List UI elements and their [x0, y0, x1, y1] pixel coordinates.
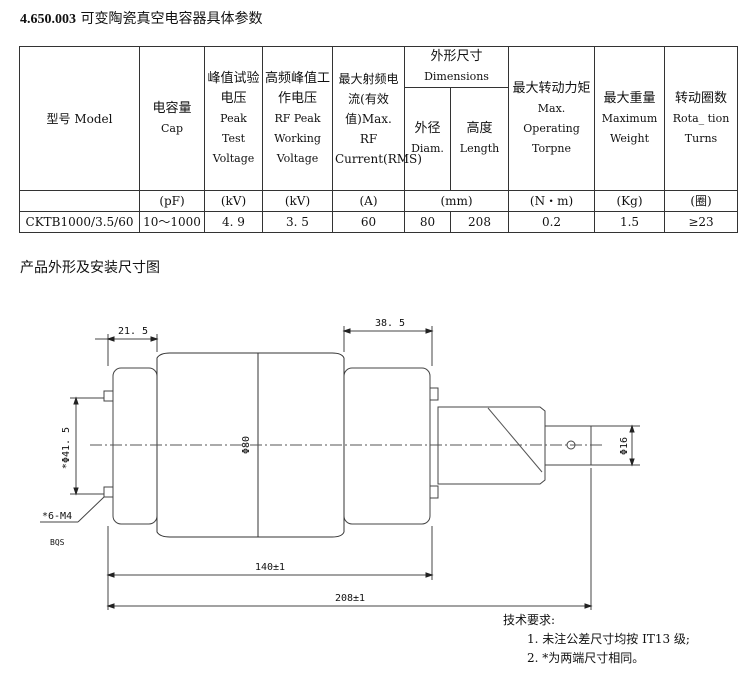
parameter-table: 型号 Model 电容量 Cap 峰值试验电压 Peak Test Voltag… [19, 46, 739, 233]
arrow-140-right [425, 572, 434, 578]
cell-length: 208 [449, 211, 510, 233]
title-text: 可变陶瓷真空电容器具体参数 [80, 11, 263, 27]
header-length: 高度 Length [449, 87, 510, 191]
cell-weight: 1.5 [594, 211, 666, 233]
arrow-41-5-top [73, 396, 79, 405]
unit-model [19, 190, 140, 212]
header-weight-cn: 最大重量 [603, 90, 656, 106]
cell-cap: 10～1000 [139, 211, 205, 233]
unit-current: (A) [332, 190, 405, 212]
arrow-41-5-bottom [73, 487, 79, 496]
unit-test: (kV) [204, 190, 263, 212]
cell-torque: 0.2 [508, 211, 596, 233]
right-flange [343, 367, 431, 525]
header-test-cn: 峰值试验电压 [207, 70, 260, 106]
arrow-16-top [629, 424, 635, 433]
unit-weight: (Kg) [594, 190, 666, 212]
header-weight-en: Maximum Weight [601, 111, 658, 145]
header-diam-cn: 外径 [414, 121, 441, 136]
header-work-en: RF Peak Working Voltage [274, 111, 321, 165]
unit-work: (kV) [262, 190, 333, 212]
header-dims-cn: 外形尺寸 [430, 49, 483, 64]
header-torque-en: Max. Operating Torpne [523, 101, 580, 155]
arrow-208-left [106, 603, 115, 609]
cell-work: 3. 5 [262, 211, 333, 233]
dim-208: 208±1 [335, 593, 365, 604]
dim-80: Φ80 [241, 436, 252, 454]
unit-torque: (N・m) [508, 190, 596, 212]
page-title: 4.650.003 可变陶瓷真空电容器具体参数 [20, 8, 262, 28]
cell-current: 60 [332, 211, 405, 233]
leader-6-m4 [77, 496, 105, 523]
header-rf-current: 最大射频电流(有效值)Max. RF Current(RMS) [332, 46, 422, 191]
cell-diam: 80 [404, 211, 451, 233]
arrow-38-5-left [342, 328, 351, 334]
header-cap: 电容量 Cap [139, 46, 205, 191]
arrow-21-5-left [106, 336, 115, 342]
mechanical-drawing: 21. 5 38. 5 *Φ41. 5 Φ80 Φ16 *6-M4 BQS 14… [40, 318, 640, 610]
unit-cap: (pF) [139, 190, 205, 212]
left-stud-bottom [103, 486, 114, 498]
dim-21-5: 21. 5 [118, 326, 148, 337]
header-dimensions: 外形尺寸 Dimensions [403, 46, 510, 88]
header-torque: 最大转动力矩 Max. Operating Torpne [508, 46, 596, 191]
header-model: 型号 Model [19, 46, 140, 191]
header-cap-cn: 电容量 [152, 100, 192, 116]
left-stud-top [103, 390, 114, 402]
dim-41-5: *Φ41. 5 [61, 427, 72, 469]
arrow-208-right [584, 603, 593, 609]
header-len-cn: 高度 [466, 121, 493, 136]
dim-16: Φ16 [619, 437, 630, 455]
right-stud-top [429, 387, 439, 401]
header-work-cn: 高频峰值工作电压 [265, 70, 331, 106]
left-flange [112, 367, 158, 525]
header-len-en: Length [459, 142, 500, 155]
dim-140: 140±1 [255, 562, 285, 573]
note-item-1: 1. 未注公差尺寸均按 IT13 级; [527, 632, 690, 646]
header-test-voltage: 峰值试验电压 Peak Test Voltage [204, 46, 263, 191]
dim-38-5: 38. 5 [375, 318, 405, 329]
drawing-title: 产品外形及安装尺寸图 [20, 260, 160, 276]
header-diam-en: Diam. [411, 142, 444, 155]
part-code: 4.650.003 [20, 12, 76, 27]
technical-notes: 技术要求: 1. 未注公差尺寸均按 IT13 级; 2. *为两端尺寸相同。 [503, 611, 690, 668]
note-item-2: 2. *为两端尺寸相同。 [527, 651, 645, 665]
header-cap-en: Cap [160, 121, 184, 135]
header-turns-cn: 转动圈数 [675, 90, 728, 106]
arrow-21-5-right [150, 336, 159, 342]
slant-line [487, 407, 543, 473]
header-turns: 转动圈数 Rota_ tion Turns [664, 46, 739, 191]
unit-turns: (圈) [664, 190, 739, 212]
header-weight: 最大重量 Maximum Weight [594, 46, 666, 191]
header-torque-cn: 最大转动力矩 [512, 80, 591, 96]
unit-dims: (mm) [403, 190, 510, 212]
right-stud-bottom [429, 485, 439, 499]
cell-model: CKTB1000/3.5/60 [19, 211, 140, 233]
arrow-140-left [106, 572, 115, 578]
notes-heading: 技术要求: [503, 613, 556, 627]
header-turns-en: Rota_ tion Turns [672, 111, 730, 145]
arrow-16-bottom [629, 458, 635, 467]
label-6-m4: *6-M4 [42, 511, 72, 522]
cell-turns: ≥23 [664, 211, 739, 233]
header-working-voltage: 高频峰值工作电压 RF Peak Working Voltage [262, 46, 333, 191]
arrow-38-5-right [425, 328, 434, 334]
label-bqs: BQS [50, 538, 65, 547]
header-test-en: Peak Test Voltage [212, 111, 255, 165]
header-diam: 外径 Diam. [404, 87, 451, 191]
cell-test: 4. 9 [204, 211, 263, 233]
header-dims-en: Dimensions [424, 70, 489, 83]
